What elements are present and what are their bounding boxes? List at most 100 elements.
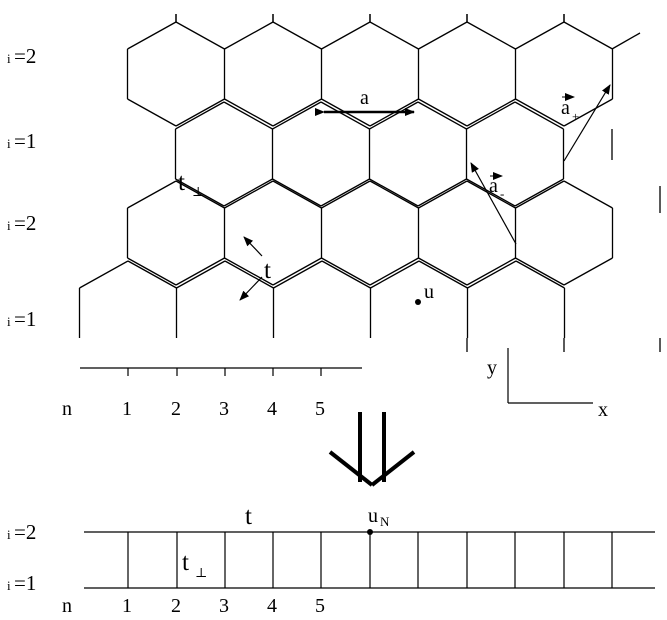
svg-text:i: i bbox=[7, 51, 11, 66]
lattice-bond bbox=[175, 98, 225, 127]
top-row-labels: i =2 i =1 i =2 i =1 bbox=[7, 44, 36, 331]
lattice-bond bbox=[127, 257, 177, 286]
lattice-bond bbox=[272, 21, 322, 50]
bottom-axis-tick-label: 1 bbox=[122, 595, 132, 617]
t-arrow-up bbox=[243, 236, 263, 257]
row-label: i =1 bbox=[7, 307, 36, 331]
svg-text:i: i bbox=[7, 136, 11, 151]
lattice-bond bbox=[418, 180, 468, 209]
bottom-n-axis: n 1 2 3 4 5 bbox=[62, 595, 325, 617]
lattice-bond bbox=[369, 257, 419, 286]
vector-a-plus-arrow bbox=[563, 84, 611, 162]
lattice-bond bbox=[127, 260, 177, 289]
label-t-perp-sub: ⊥ bbox=[192, 184, 204, 199]
svg-text:i: i bbox=[7, 578, 11, 593]
lattice-bond bbox=[563, 257, 613, 286]
label-t-perp: t bbox=[178, 169, 185, 196]
label-t-bottom: t bbox=[245, 503, 252, 530]
lattice-bond bbox=[175, 180, 225, 209]
lattice-bond bbox=[418, 21, 468, 50]
lattice-bond bbox=[175, 178, 225, 207]
lattice-bond bbox=[321, 257, 371, 286]
svg-text:=1: =1 bbox=[14, 129, 36, 153]
lattice-bond bbox=[224, 257, 274, 286]
lattice-bond bbox=[514, 101, 564, 130]
lattice-bond bbox=[418, 98, 468, 127]
lattice-bond bbox=[224, 180, 274, 209]
lattice-bond bbox=[466, 178, 516, 207]
top-axis-n-label: n bbox=[62, 398, 72, 420]
label-a-minus-sub: - bbox=[500, 186, 504, 201]
lattice-bond bbox=[563, 98, 613, 127]
bottom-row-labels: i =2 i =1 bbox=[7, 520, 36, 595]
label-y: y bbox=[487, 357, 497, 379]
lattice-bond bbox=[272, 101, 322, 130]
bottom-axis-n-label: n bbox=[62, 595, 72, 617]
lattice-bond bbox=[417, 101, 467, 130]
top-axis-tick-label: 3 bbox=[219, 398, 229, 420]
svg-text:=1: =1 bbox=[14, 307, 36, 331]
label-a-minus: a bbox=[489, 175, 498, 197]
vector-a-minus: a - bbox=[470, 162, 517, 245]
top-axis-tick-label: 4 bbox=[267, 398, 277, 420]
t-label-top: t bbox=[239, 236, 271, 301]
label-a: a bbox=[360, 87, 369, 109]
lattice-bond bbox=[515, 98, 565, 127]
lattice-bond bbox=[369, 101, 419, 130]
lattice-bond bbox=[466, 180, 516, 209]
label-a-plus-sub: + bbox=[572, 109, 579, 124]
lattice-bond bbox=[563, 180, 613, 209]
svg-text:i: i bbox=[7, 314, 11, 329]
lattice-bond bbox=[224, 98, 274, 127]
lattice-bond bbox=[127, 21, 177, 50]
bottom-axis-tick-label: 4 bbox=[267, 595, 277, 617]
lattice-bond bbox=[466, 21, 516, 50]
svg-text:i: i bbox=[7, 527, 11, 542]
svg-text:=1: =1 bbox=[14, 571, 36, 595]
honeycomb-lattice bbox=[78, 14, 661, 352]
top-n-axis: n 1 2 3 4 5 bbox=[62, 367, 362, 420]
lattice-bond bbox=[418, 257, 468, 286]
svg-text:=2: =2 bbox=[14, 44, 36, 68]
lattice-bond bbox=[417, 178, 467, 207]
label-a-plus: a bbox=[561, 97, 570, 119]
lattice-bond bbox=[611, 32, 641, 50]
lattice-bond bbox=[369, 180, 419, 209]
site-uN-dot bbox=[367, 529, 373, 535]
lattice-bond bbox=[515, 180, 565, 209]
xy-axes: y x bbox=[487, 348, 608, 421]
lattice-bond bbox=[224, 260, 274, 289]
vector-a-minus-arrow bbox=[470, 162, 517, 245]
lattice-bond bbox=[127, 98, 177, 127]
bottom-axis-tick-label: 3 bbox=[219, 595, 229, 617]
lattice-bond bbox=[515, 257, 565, 286]
label-t: t bbox=[264, 257, 271, 284]
lattice-bond bbox=[272, 178, 322, 207]
site-u: u bbox=[415, 281, 434, 305]
lattice-bond bbox=[466, 98, 516, 127]
lattice-bond bbox=[321, 21, 371, 50]
top-axis-tick-label: 5 bbox=[315, 398, 325, 420]
label-x: x bbox=[598, 399, 608, 421]
lattice-bond bbox=[223, 178, 273, 207]
vector-a-plus: a + bbox=[561, 84, 611, 162]
lattice-bond bbox=[175, 257, 225, 286]
ladder-labels: u N t t ⊥ bbox=[182, 503, 390, 580]
label-t-perp-bottom-sub: ⊥ bbox=[195, 565, 207, 580]
label-uN: u bbox=[368, 505, 378, 527]
lattice-bond bbox=[320, 178, 370, 207]
t-perp-label-top: t ⊥ bbox=[178, 169, 204, 199]
lattice-bond bbox=[273, 260, 323, 289]
lattice-bond bbox=[563, 21, 613, 50]
lattice-bond bbox=[79, 260, 129, 289]
lattice-bond bbox=[369, 178, 419, 207]
top-axis-tick-label: 1 bbox=[122, 398, 132, 420]
transform-arrow-icon bbox=[328, 412, 416, 487]
label-t-perp-bottom: t bbox=[182, 549, 189, 576]
bottom-axis-tick-label: 5 bbox=[315, 595, 325, 617]
lattice-bond bbox=[272, 98, 322, 127]
svg-text:i: i bbox=[7, 218, 11, 233]
lattice-bond bbox=[223, 101, 273, 130]
vector-a: a bbox=[315, 87, 415, 116]
